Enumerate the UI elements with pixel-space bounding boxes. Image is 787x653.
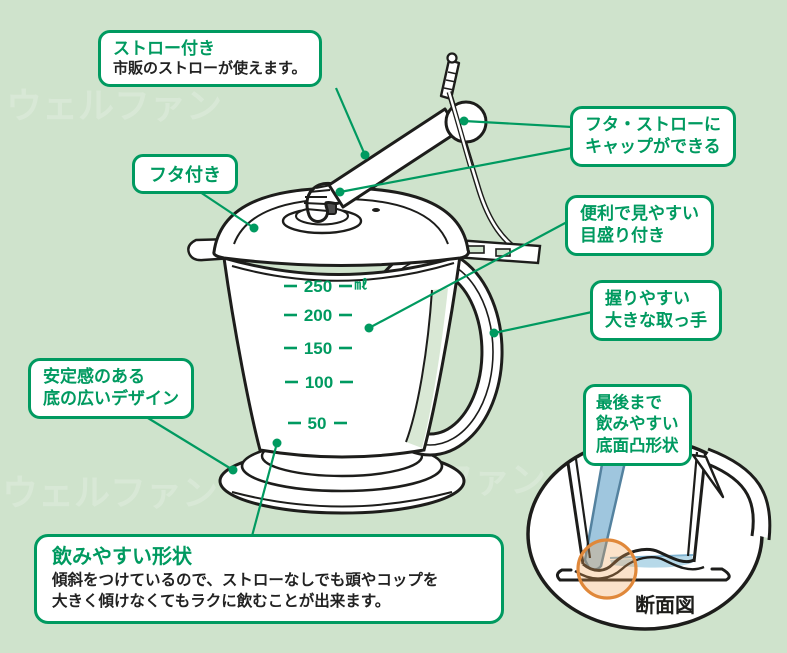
callout-lid-title: フタ付き — [149, 165, 221, 185]
scale-unit: ㎖ — [354, 277, 367, 292]
callout-handle-line1: 握りやすい — [605, 289, 690, 308]
callout-shape-title: 飲みやすい形状 — [52, 546, 192, 568]
callout-cap-line2: キャップができる — [585, 137, 721, 157]
scale-200: 200 — [304, 306, 332, 325]
callout-bottom-line2: 飲みやすい — [596, 415, 679, 434]
callout-bottom-line1: 最後まで — [596, 394, 662, 412]
callout-scale-line2: 目盛り付き — [580, 226, 665, 246]
callout-scale: 便利で見やすい 目盛り付き — [565, 195, 714, 256]
leader-dots — [228, 116, 499, 475]
measurement-scale: 250 ㎖ 200 150 100 50 — [284, 277, 368, 433]
cap-plug — [439, 52, 461, 101]
callout-cap: フタ・ストローに キャップができる — [570, 106, 736, 167]
callout-scale-line1: 便利で見やすい — [580, 204, 699, 223]
callout-bottom-line3: 底面凸形状 — [596, 436, 679, 455]
cup-lid — [187, 186, 542, 267]
cross-section-handle — [702, 450, 769, 538]
callout-bottom-shape: 最後まで 飲みやすい 底面凸形状 — [583, 384, 692, 467]
svg-text:ウェルファン: ウェルファン — [6, 85, 222, 126]
straw — [327, 52, 488, 209]
svg-text:ウェルファン: ウェルファン — [2, 472, 218, 513]
cross-section-diagram: 断面図 — [526, 437, 772, 631]
callout-base-line1: 安定感のある — [43, 367, 145, 386]
scale-150: 150 — [304, 339, 332, 358]
cup-body — [222, 253, 462, 459]
callout-shape-body2: 大きく傾けなくてもラクに飲むことが出来ます。 — [52, 593, 391, 611]
callout-lid: フタ付き — [132, 154, 238, 194]
scale-250: 250 — [304, 277, 332, 296]
callout-cap-line1: フタ・ストローに — [585, 115, 721, 134]
callout-shape: 飲みやすい形状 傾斜をつけているので、ストローなしでも頭やコップを 大きく傾けな… — [34, 534, 504, 624]
lid-vent-hole — [372, 208, 380, 212]
highlight-circle — [576, 538, 638, 600]
callout-straw-title: ストロー付き — [113, 39, 215, 58]
callout-base: 安定感のある 底の広いデザイン — [28, 358, 194, 419]
callout-straw: ストロー付き 市販のストローが使えます。 — [98, 30, 322, 87]
callout-shape-body1: 傾斜をつけているので、ストローなしでも頭やコップを — [52, 572, 439, 589]
leader-lines — [142, 87, 593, 537]
callout-tail — [691, 453, 725, 499]
cross-section-label: 断面図 — [635, 593, 695, 617]
callout-straw-body: 市販のストローが使えます。 — [113, 60, 307, 78]
scale-100: 100 — [305, 373, 333, 392]
scale-50: 50 — [308, 414, 327, 433]
callout-handle-line2: 大きな取っ手 — [605, 311, 707, 331]
callout-handle: 握りやすい 大きな取っ手 — [590, 280, 722, 341]
callout-base-line2: 底の広いデザイン — [43, 389, 179, 409]
